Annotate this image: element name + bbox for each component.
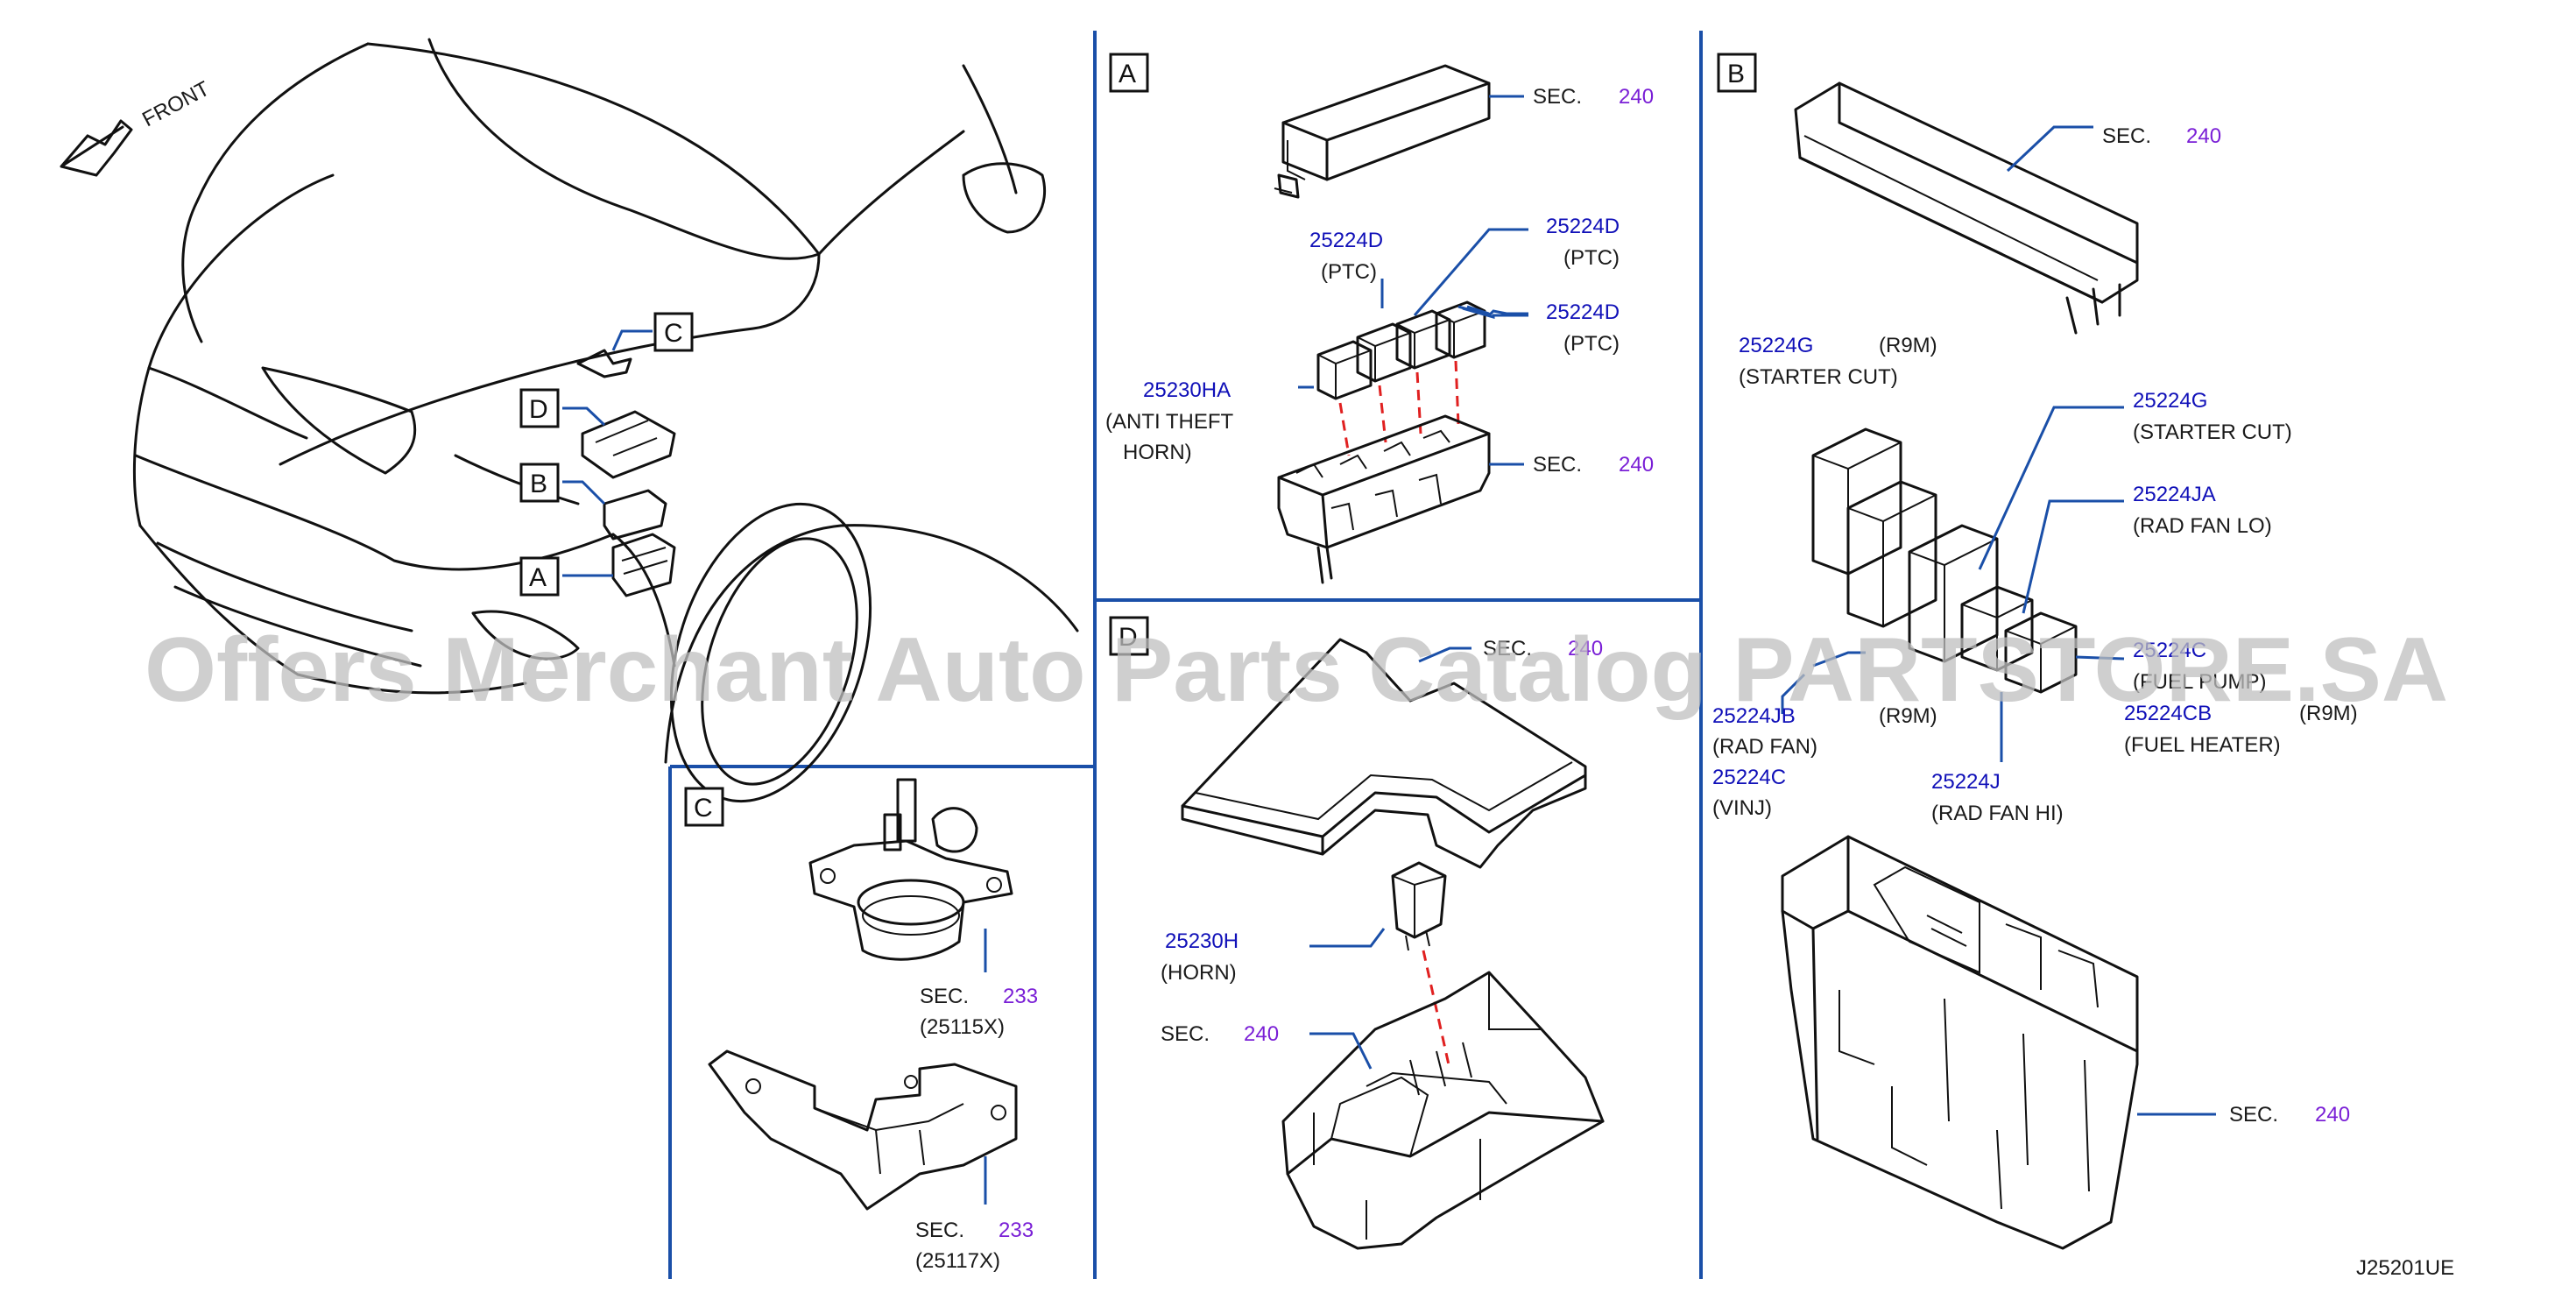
svg-text:(HORN): (HORN) <box>1161 961 1237 985</box>
svg-text:25224JA: 25224JA <box>2133 483 2216 506</box>
relay-horn-d <box>1391 861 1447 951</box>
svg-text:SEC.: SEC. <box>2229 1103 2278 1127</box>
svg-text:SEC.: SEC. <box>1533 85 1582 109</box>
svg-text:(FUEL HEATER): (FUEL HEATER) <box>2124 733 2281 757</box>
front-label: FRONT <box>138 76 214 131</box>
callout-d: D <box>519 388 560 428</box>
panel-c: C SEC. 233 (25115X) SEC. 233 (25117X) <box>684 778 1038 1273</box>
svg-text:(STARTER CUT): (STARTER CUT) <box>1739 365 1898 389</box>
svg-text:A: A <box>529 563 547 592</box>
svg-text:(VINJ): (VINJ) <box>1712 796 1772 820</box>
svg-text:25230H: 25230H <box>1165 929 1239 953</box>
svg-text:(25115X): (25115X) <box>920 1015 1005 1039</box>
svg-text:(ANTI THEFT: (ANTI THEFT <box>1105 410 1234 434</box>
svg-text:240: 240 <box>1244 1022 1279 1046</box>
svg-text:(RAD FAN): (RAD FAN) <box>1712 735 1817 759</box>
svg-text:25224CB: 25224CB <box>2124 702 2212 725</box>
bracket-25117x <box>708 1049 1018 1211</box>
component-a-mini <box>611 533 676 597</box>
panel-b-label: B <box>1727 60 1745 88</box>
svg-text:(FUEL PUMP): (FUEL PUMP) <box>2133 670 2266 694</box>
svg-text:240: 240 <box>2186 124 2221 148</box>
svg-text:25224D: 25224D <box>1546 215 1620 238</box>
svg-text:SEC.: SEC. <box>1161 1022 1210 1046</box>
front-arrow-icon <box>60 119 133 177</box>
callout-c: C <box>653 312 694 352</box>
svg-text:(PTC): (PTC) <box>1563 332 1620 356</box>
svg-text:25224G: 25224G <box>1739 334 1813 357</box>
svg-text:25224C: 25224C <box>1712 766 1786 789</box>
panel-a: A SEC. 240 <box>1105 53 1654 584</box>
svg-text:(R9M): (R9M) <box>1879 334 1937 357</box>
svg-text:(RAD FAN LO): (RAD FAN LO) <box>2133 514 2272 538</box>
svg-text:SEC.: SEC. <box>920 985 969 1008</box>
relay-rad-fan-lo-b <box>1960 585 2034 672</box>
svg-text:(RAD FAN HI): (RAD FAN HI) <box>1931 802 2064 825</box>
fuse-box-cover-d <box>1181 638 1587 869</box>
svg-text:C: C <box>664 319 683 348</box>
fuse-box-b <box>1781 835 2139 1250</box>
fuse-box-cover-b <box>1794 81 2139 335</box>
svg-text:SEC.: SEC. <box>2102 124 2151 148</box>
component-b-mini <box>603 489 667 540</box>
relay-horn-a <box>1316 340 1373 400</box>
svg-text:25224J: 25224J <box>1931 770 2001 794</box>
svg-text:(R9M): (R9M) <box>1879 704 1937 728</box>
svg-text:25224G: 25224G <box>2133 389 2207 413</box>
relay-starter-cut-b1 <box>1811 427 1902 576</box>
svg-text:SEC.: SEC. <box>1533 453 1582 477</box>
svg-text:SEC.: SEC. <box>915 1219 964 1242</box>
panel-b: B SEC. 240 <box>1712 53 2358 1250</box>
svg-text:25224C: 25224C <box>2133 639 2206 662</box>
fusible-link-25115x <box>808 778 1013 961</box>
svg-text:25230HA: 25230HA <box>1143 378 1231 402</box>
watermark: Offers Merchant Auto Parts Catalog PARTS… <box>145 619 2448 721</box>
vehicle-overview: FRONT <box>60 38 1079 803</box>
svg-text:25224D: 25224D <box>1546 300 1620 324</box>
svg-text:D: D <box>529 395 548 424</box>
callout-b: B <box>519 463 560 503</box>
drawing-id: J25201UE <box>2356 1256 2454 1280</box>
svg-text:25224D: 25224D <box>1309 229 1383 252</box>
svg-text:(25117X): (25117X) <box>915 1249 1000 1273</box>
relay-ptc-a1 <box>1356 322 1412 383</box>
relay-ptc-a3 <box>1435 300 1486 359</box>
svg-text:240: 240 <box>1619 85 1654 109</box>
panel-d-label: D <box>1119 623 1138 652</box>
svg-text:(PTC): (PTC) <box>1321 260 1377 284</box>
relay-fuel-pump-b <box>2004 611 2078 694</box>
panel-d: D SEC. 240 25230H (HORN) SEC. <box>1109 616 1605 1250</box>
panel-dividers <box>668 31 1703 1279</box>
panel-c-label: C <box>694 794 713 823</box>
svg-text:HORN): HORN) <box>1123 441 1192 464</box>
component-d-mini <box>581 410 676 479</box>
fuse-block-a <box>1277 414 1491 584</box>
svg-text:B: B <box>530 470 547 498</box>
svg-text:240: 240 <box>1568 637 1603 661</box>
fuse-block-cover-a <box>1274 64 1491 199</box>
svg-text:(PTC): (PTC) <box>1563 246 1620 270</box>
svg-text:SEC.: SEC. <box>1483 637 1532 661</box>
panel-a-label: A <box>1119 60 1136 88</box>
svg-text:240: 240 <box>2315 1103 2350 1127</box>
relay-starter-cut-b2 <box>1846 480 1937 628</box>
component-c-mini <box>576 349 632 378</box>
svg-text:(STARTER CUT): (STARTER CUT) <box>2133 420 2292 444</box>
svg-text:25224JB: 25224JB <box>1712 704 1796 728</box>
fuse-box-d <box>1281 971 1605 1250</box>
callout-a: A <box>519 556 560 597</box>
relay-ptc-a2 <box>1395 309 1451 370</box>
svg-text:240: 240 <box>1619 453 1654 477</box>
svg-text:233: 233 <box>1003 985 1038 1008</box>
svg-text:233: 233 <box>999 1219 1034 1242</box>
svg-text:(R9M): (R9M) <box>2299 702 2358 725</box>
